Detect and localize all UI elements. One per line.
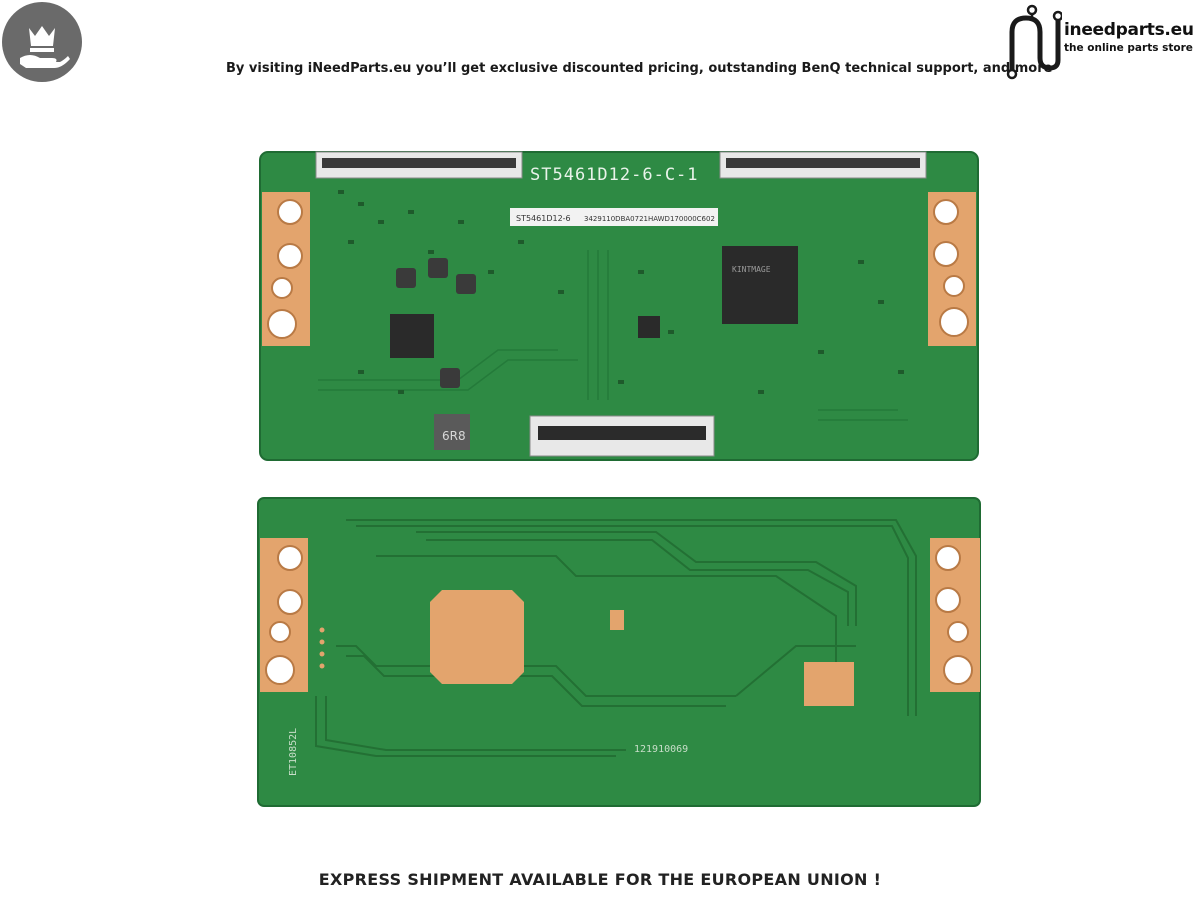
brand-logo[interactable]: ineedparts.eu the online parts store: [1002, 2, 1198, 82]
crown-hand-badge: [2, 2, 82, 82]
crown-hand-icon: [20, 26, 70, 68]
promo-tagline: By visiting iNeedParts.eu you’ll get exc…: [226, 61, 1053, 76]
board-front-title: ST5461D12-6-C-1: [530, 165, 699, 185]
brand-name: ineedparts.eu: [1064, 20, 1194, 40]
tcon-board-front: KINTMAGE 6R8 ST5461D12-6 3429110DBA0721H…: [258, 150, 980, 462]
board-back-side-mark: ET10852L: [288, 728, 299, 776]
inductor-mark: 6R8: [442, 429, 466, 443]
shipping-notice: EXPRESS SHIPMENT AVAILABLE FOR THE EUROP…: [318, 870, 882, 889]
chip-brand-label: KINTMAGE: [732, 265, 771, 274]
board-back-code: 121910069: [634, 744, 688, 755]
sticker-code: 3429110DBA0721HAWD170000C602: [584, 215, 715, 223]
sticker-model: ST5461D12-6: [516, 214, 571, 223]
circuit-n-logo-icon: [1006, 4, 1062, 80]
tcon-board-back: 121910069 ET10852L: [256, 496, 982, 808]
brand-subtitle: the online parts store: [1064, 42, 1193, 54]
